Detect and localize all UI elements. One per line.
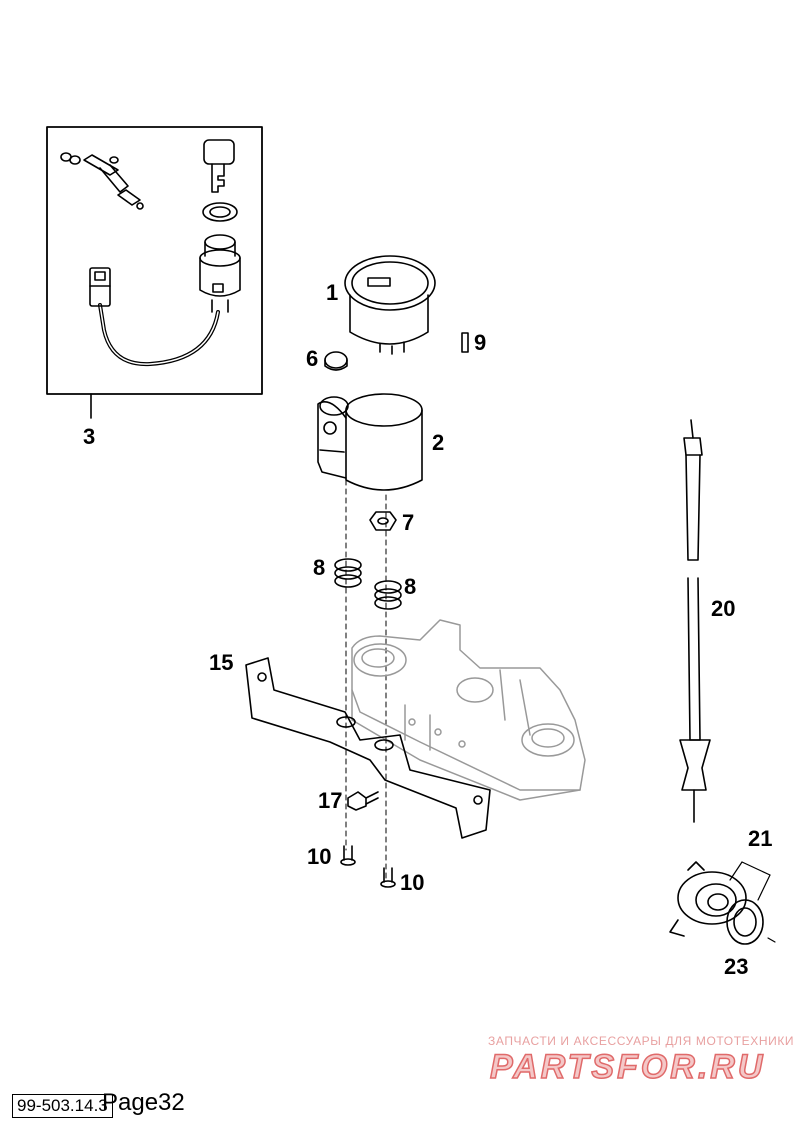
lock-cylinder-parts [60, 152, 144, 210]
callout-8-right: 8 [404, 574, 417, 599]
assembly-axis-lines [345, 479, 387, 881]
screw-right [380, 867, 396, 888]
connector-plug [89, 267, 111, 307]
screw-left [340, 845, 356, 866]
callout-7: 7 [402, 510, 415, 535]
callout-23: 23 [724, 954, 749, 979]
callout-8-left: 8 [313, 555, 326, 580]
callout-15: 15 [209, 650, 234, 675]
callout-10-left: 10 [307, 844, 332, 869]
bolt [347, 791, 379, 811]
watermark-subtitle: ЗАПЧАСТИ И АКСЕССУАРЫ ДЛЯ МОТОТЕХНИКИ [488, 1034, 795, 1048]
callout-9: 9 [474, 330, 487, 355]
ring-nut [202, 202, 238, 222]
triple-clamp [351, 619, 586, 801]
document-code: 99-503.14.3 [12, 1094, 113, 1118]
callout-10-right: 10 [400, 870, 425, 895]
plug-cap [324, 351, 348, 371]
callout-20: 20 [711, 596, 736, 621]
callout-2: 2 [432, 430, 445, 455]
grommet-left [334, 558, 362, 588]
speedometer-cable [679, 419, 711, 823]
bracket [245, 657, 491, 839]
ignition-switch-inset [46, 126, 263, 419]
callout-6: 6 [306, 346, 319, 371]
grommet-right [374, 580, 402, 610]
ignition-switch-body [199, 234, 241, 313]
key [203, 139, 235, 193]
callout-1: 1 [326, 280, 339, 305]
page-number: Page32 [102, 1089, 185, 1116]
leader-21 [729, 861, 776, 943]
instrument-housing [317, 393, 423, 491]
washer [726, 899, 764, 945]
speedo-drive [669, 861, 747, 937]
callout-21: 21 [748, 826, 773, 851]
pin [461, 332, 469, 353]
callout-17: 17 [318, 788, 343, 813]
nut [369, 511, 397, 531]
speedometer [344, 255, 436, 355]
watermark-logo: PARTSFOR.RU [489, 1047, 766, 1087]
callout-3: 3 [83, 424, 96, 449]
